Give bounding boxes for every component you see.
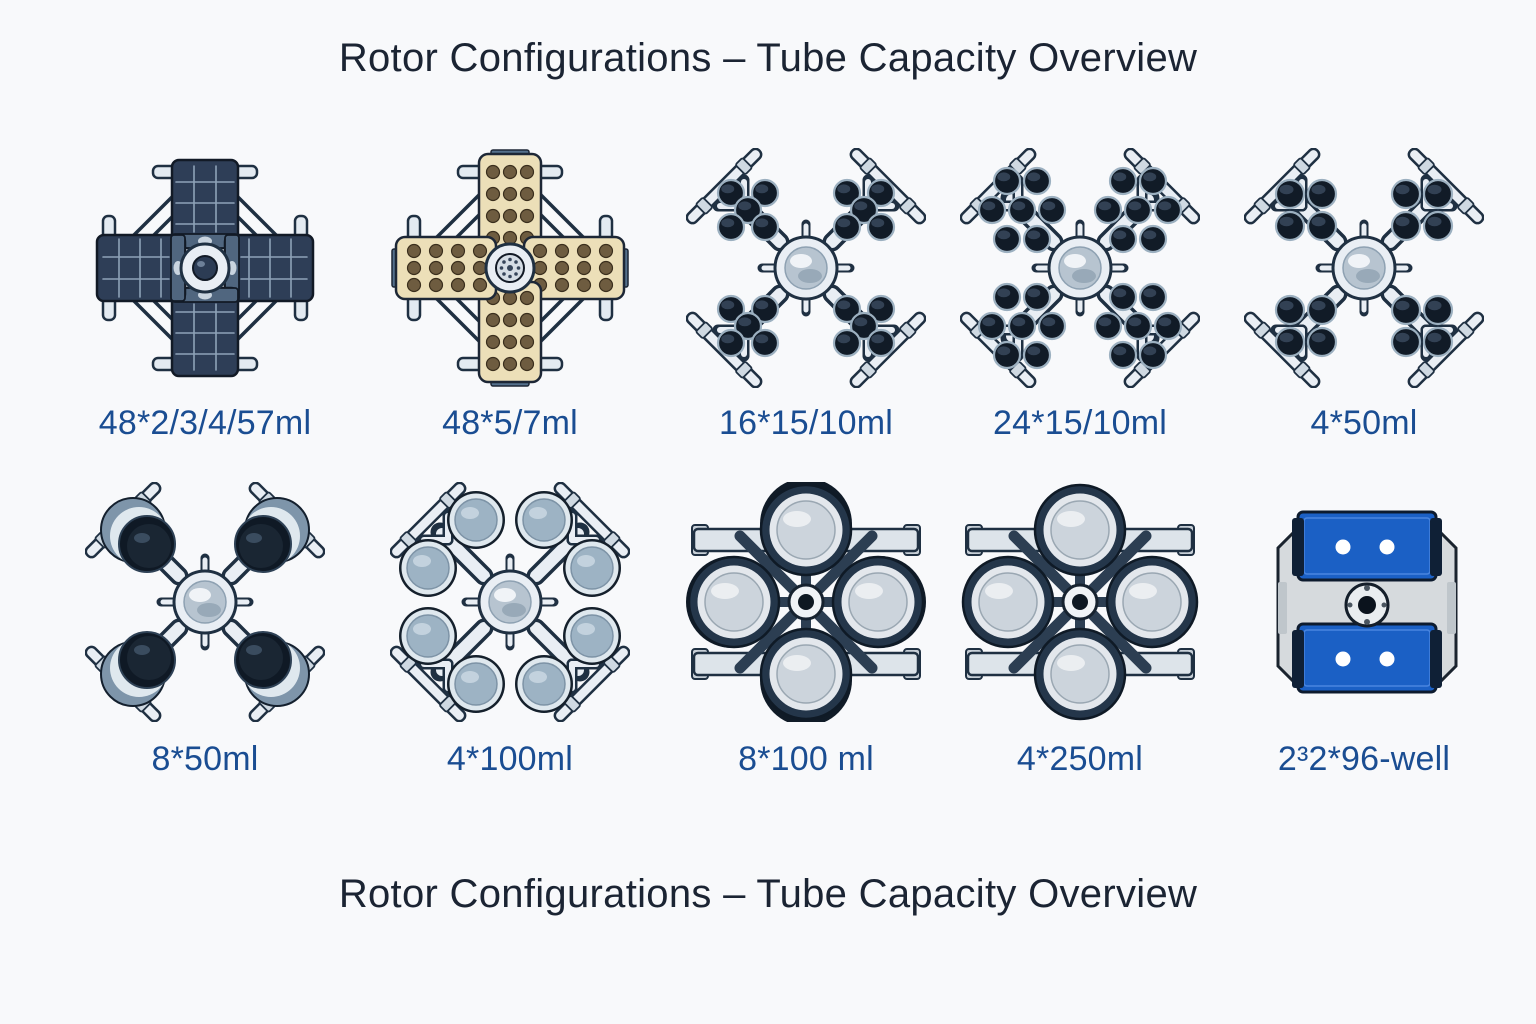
rotor-cell xyxy=(960,482,1200,722)
rotor-cell xyxy=(85,148,325,388)
eight-bucket-swing-rotor-icon xyxy=(390,482,630,722)
rotor-capacity-label: 8*50ml xyxy=(151,740,259,778)
rotor-capacity-label: 4*100ml xyxy=(446,740,574,778)
rotor-capacity-label: 4*250ml xyxy=(1016,740,1144,778)
rotor-capacity-label: 48*5/7ml xyxy=(442,404,578,442)
microplate-rotor-icon xyxy=(1276,510,1458,694)
rotor-capacity-label: 8*100 ml xyxy=(738,740,874,778)
rotor-cell xyxy=(686,148,926,388)
rotor-cell xyxy=(1244,148,1484,388)
rotor-capacity-label: 16*15/10ml xyxy=(718,404,893,442)
four-bucket-swing-rotor-icon xyxy=(686,482,926,722)
fixed-angle-tube-rotor-icon xyxy=(960,148,1200,388)
rotor-capacity-label: 4*50ml xyxy=(1310,404,1418,442)
rotor-cell xyxy=(960,148,1200,388)
tube-rack-swing-rotor-icon xyxy=(391,149,629,387)
fixed-angle-tube-rotor-icon xyxy=(686,148,926,388)
rotor-cell xyxy=(85,482,325,722)
round-tube-swing-rotor-icon xyxy=(85,482,325,722)
rotor-cell xyxy=(686,482,926,722)
rotor-capacity-label: 2³2*96-well xyxy=(1277,740,1451,778)
rotor-capacity-label: 24*15/10ml xyxy=(992,404,1167,442)
page-title-top: Rotor Configurations – Tube Capacity Ove… xyxy=(338,36,1198,80)
fixed-angle-tube-rotor-icon xyxy=(1244,148,1484,388)
rotor-cell xyxy=(1244,482,1484,722)
page-title-bottom: Rotor Configurations – Tube Capacity Ove… xyxy=(338,872,1198,916)
rotor-capacity-label: 48*2/3/4/57ml xyxy=(98,404,312,442)
rotor-cell xyxy=(390,482,630,722)
four-bucket-swing-rotor-icon xyxy=(961,483,1199,721)
rack-bucket-swing-rotor-icon xyxy=(95,158,315,378)
rotor-cell xyxy=(390,148,630,388)
